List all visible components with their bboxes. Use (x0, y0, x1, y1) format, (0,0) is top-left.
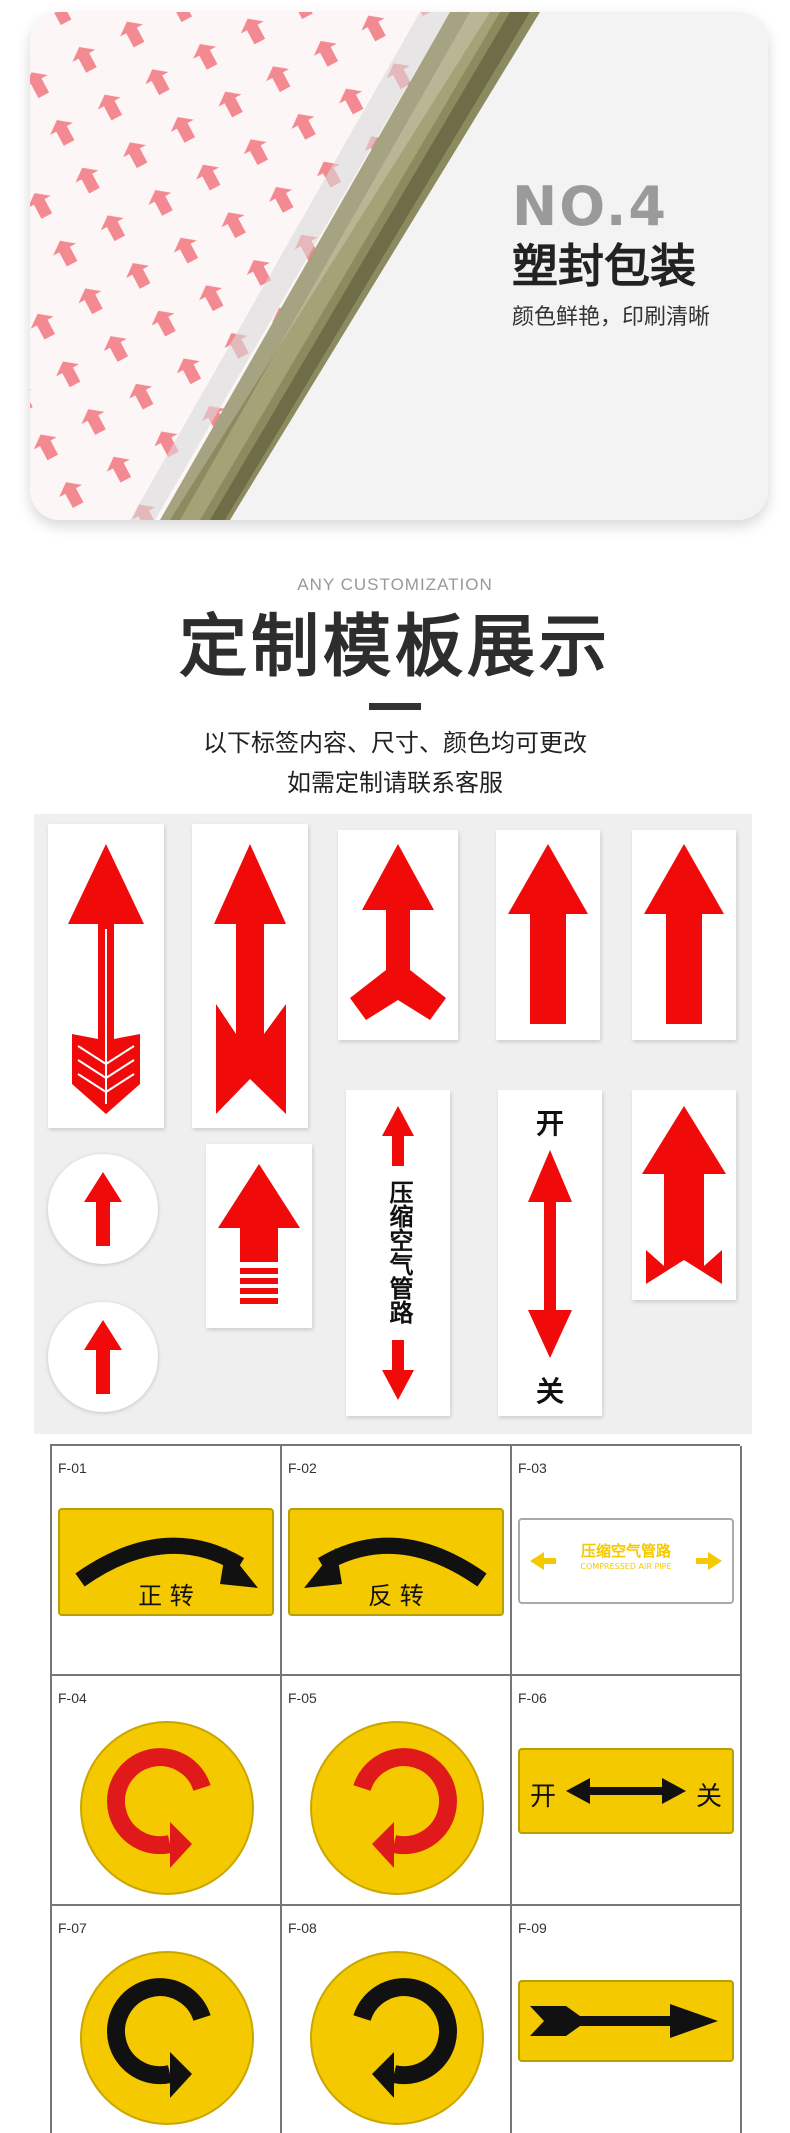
clockwise-circle-sign (80, 1721, 254, 1895)
notched-arrow-icon (642, 1106, 726, 1284)
reverse-rotation-sign: 反 转 (288, 1508, 504, 1616)
template-code: F-08 (288, 1920, 317, 1936)
template-code: F-06 (518, 1690, 547, 1706)
thick-arrow-label-2 (632, 830, 736, 1040)
pipe-direction-label: 压缩空气管路 (346, 1090, 450, 1416)
round-arrow-label-2 (48, 1302, 158, 1412)
open-close-label: 开 关 (498, 1090, 602, 1416)
arrow-label-gallery: 压缩空气管路 开 关 (34, 814, 752, 1434)
template-cell: F-02 反 转 (282, 1446, 512, 1676)
thick-arrow-icon (644, 844, 724, 1024)
template-cell: F-07 (52, 1906, 282, 2133)
counterclockwise-circle-sign (310, 1721, 484, 1895)
curved-arrow-right-icon (75, 1537, 258, 1588)
sign-text: 正 转 (138, 1582, 194, 1610)
flow-arrow-sign (518, 1980, 734, 2062)
open-text: 开 (535, 1107, 564, 1140)
double-arrow-icon (528, 1150, 572, 1358)
round-arrow-label (48, 1154, 158, 1264)
package-number: NO.4 (512, 175, 668, 238)
template-code: F-03 (518, 1460, 547, 1476)
section-eyebrow: ANY CUSTOMIZATION (297, 575, 493, 594)
sign-text: 压缩空气管路 (580, 1542, 671, 1560)
sign-text: 反 转 (368, 1582, 424, 1610)
open-close-sign: 开 关 (518, 1748, 734, 1834)
flow-arrow-icon (530, 2004, 718, 2038)
title-divider (369, 703, 421, 710)
pipe-label-text: 压缩空气管路 (385, 1180, 413, 1324)
template-cell: F-01 正 转 (52, 1446, 282, 1676)
template-code: F-05 (288, 1690, 317, 1706)
template-code: F-01 (58, 1460, 87, 1476)
packaging-photo (30, 12, 768, 520)
up-arrow-icon (84, 1172, 122, 1246)
close-text: 关 (535, 1375, 564, 1408)
counterclockwise-circle-sign-black (310, 1951, 484, 2125)
notched-arrow-label (192, 824, 308, 1128)
notched-arrow-label-2 (632, 1090, 736, 1300)
packaging-photo-card (30, 12, 768, 520)
left-right-arrows-icon (530, 1552, 722, 1570)
template-grid: F-01 正 转 F-02 反 转 F-03 压缩空气管路 COMPR (50, 1444, 742, 2133)
striped-arrow-icon (218, 1164, 300, 1304)
feathered-arrow-icon (68, 844, 144, 1114)
template-code: F-09 (518, 1920, 547, 1936)
template-cell: F-06 开 关 (512, 1676, 742, 1906)
double-headed-arrow-icon (566, 1778, 686, 1804)
merge-arrow-icon (350, 844, 446, 1020)
template-code: F-07 (58, 1920, 87, 1936)
curved-arrow-left-icon (304, 1537, 487, 1588)
template-code: F-02 (288, 1460, 317, 1476)
package-title: 塑封包装 (512, 239, 696, 293)
template-cell: F-05 (282, 1676, 512, 1906)
compressed-air-sign: 压缩空气管路 COMPRESSED AIR PIPE (518, 1518, 734, 1604)
clockwise-circle-sign-black (80, 1951, 254, 2125)
template-cell: F-03 压缩空气管路 COMPRESSED AIR PIPE (512, 1446, 742, 1676)
section-desc-2: 如需定制请联系客服 (287, 769, 503, 797)
thick-arrow-icon (508, 844, 588, 1024)
thick-arrow-label (496, 830, 600, 1040)
section-title: 定制模板展示 (178, 608, 611, 687)
section-desc-1: 以下标签内容、尺寸、颜色均可更改 (203, 729, 587, 757)
sign-left-text: 开 (530, 1782, 557, 1812)
package-subtitle: 颜色鲜艳，印刷清晰 (512, 305, 711, 330)
sign-subtext: COMPRESSED AIR PIPE (580, 1562, 672, 1571)
sign-right-text: 关 (695, 1782, 722, 1812)
template-code: F-04 (58, 1690, 87, 1706)
striped-arrow-label (206, 1144, 312, 1328)
notched-arrow-icon (214, 844, 286, 1114)
bidirectional-arrow-icon (382, 1106, 414, 1400)
forward-rotation-sign: 正 转 (58, 1508, 274, 1616)
template-cell: F-09 (512, 1906, 742, 2133)
merge-arrow-label (338, 830, 458, 1040)
template-cell: F-04 (52, 1676, 282, 1906)
up-arrow-icon (84, 1320, 122, 1394)
feathered-arrow-label (48, 824, 164, 1128)
template-cell: F-08 (282, 1906, 512, 2133)
